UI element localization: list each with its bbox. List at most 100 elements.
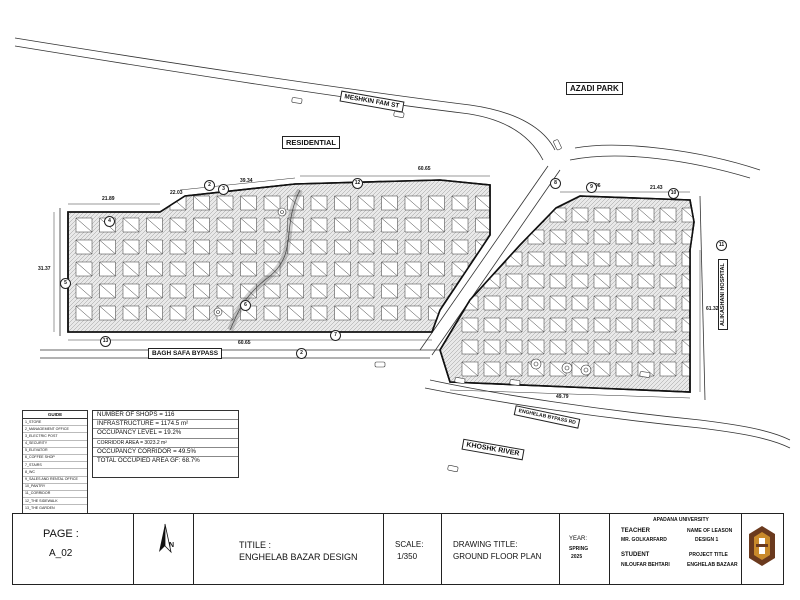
shop-unit — [681, 207, 694, 223]
shop-unit — [615, 295, 633, 311]
shop-unit — [334, 283, 351, 299]
shop-unit — [549, 317, 567, 333]
building-block-east — [439, 195, 695, 393]
shop-unit — [146, 195, 163, 211]
shop-unit — [169, 305, 187, 321]
shop-unit — [451, 217, 469, 233]
year-number: 2025 — [571, 554, 583, 560]
shop-unit — [263, 305, 281, 321]
guide-item: 2_MANAGEMENT OFFICE — [23, 426, 87, 434]
stat-shops: NUMBER OF SHOPS = 116 — [93, 411, 238, 421]
project-label: PROJECT TITLE — [689, 552, 728, 558]
shop-unit — [75, 261, 93, 277]
callout-marker: 6 — [240, 300, 251, 311]
guide-item: 3_ELECTRIC POST — [23, 433, 87, 441]
shop-unit — [505, 339, 523, 355]
shop-unit — [334, 305, 351, 321]
shop-unit — [169, 239, 187, 255]
shop-unit — [310, 283, 328, 299]
shop-unit — [483, 339, 501, 355]
shop-unit — [240, 217, 257, 233]
shop-unit — [681, 229, 694, 245]
title-label: TITILE : — [239, 540, 272, 550]
shop-unit — [193, 305, 210, 321]
shop-unit — [193, 195, 210, 211]
shop-unit — [428, 261, 445, 277]
shop-unit — [404, 195, 422, 211]
shop-unit — [75, 239, 93, 255]
shop-unit — [428, 195, 445, 211]
shop-unit — [615, 229, 633, 245]
lesson-value: DESIGN 1 — [695, 537, 719, 543]
shop-unit — [334, 217, 351, 233]
north-arrow-icon — [159, 523, 172, 554]
shop-unit — [615, 273, 633, 289]
guide-item: 1_STORE — [23, 419, 87, 427]
shop-unit — [637, 207, 655, 223]
dim-label: 60.65 — [238, 340, 251, 346]
shop-unit — [357, 217, 375, 233]
shop-unit — [483, 361, 501, 377]
university-name: APADANA UNIVERSITY — [653, 517, 709, 523]
shop-unit — [334, 261, 351, 277]
shop-unit — [216, 239, 234, 255]
shop-unit — [475, 217, 490, 233]
guide-item: 4_SECURITY — [23, 441, 87, 448]
shop-unit — [505, 273, 523, 289]
shop-unit — [461, 317, 479, 333]
shop-unit — [571, 251, 589, 267]
stat-infrastructure: INFRASTRUCTURE = 1174.5 m² — [93, 420, 238, 430]
drawing-title-value: GROUND FLOOR PLAN — [453, 552, 542, 561]
shop-unit — [381, 283, 398, 299]
trees — [213, 207, 592, 376]
dim-label: 21.89 — [102, 196, 115, 202]
shop-unit — [310, 195, 328, 211]
year-label: YEAR: — [569, 536, 588, 542]
shop-unit — [381, 195, 398, 211]
drawing-title-cell: DRAWING TITLE: GROUND FLOOR PLAN — [441, 514, 560, 584]
student-label: STUDENT — [621, 552, 650, 558]
shop-unit — [527, 295, 545, 311]
shop-unit — [593, 295, 611, 311]
callout-marker: 9 — [586, 182, 597, 193]
shop-unit — [637, 229, 655, 245]
shop-unit — [240, 239, 257, 255]
shop-unit — [637, 295, 655, 311]
shop-unit — [451, 239, 469, 255]
shop-unit — [99, 261, 116, 277]
logo-cell — [741, 514, 783, 584]
shop-unit — [615, 361, 633, 377]
shop-unit — [263, 239, 281, 255]
shop-unit — [263, 283, 281, 299]
guide-item: 11_CORRIDOR — [23, 491, 87, 499]
shop-unit — [615, 339, 633, 355]
lesson-label: NAME OF LEASON — [687, 528, 733, 534]
shop-unit — [549, 207, 567, 223]
dim-label: 60.65 — [418, 166, 431, 172]
scale-cell: SCALE: 1/350 — [383, 514, 442, 584]
stat-corridor-area: CORRIDOR AREA = 3023.2 m² — [93, 439, 238, 448]
shop-unit — [122, 239, 140, 255]
shop-unit — [527, 273, 545, 289]
callout-marker: 3 — [218, 184, 229, 195]
shop-unit — [593, 273, 611, 289]
area-statistics-table: NUMBER OF SHOPS = 116 INFRASTRUCTURE = 1… — [92, 410, 239, 478]
shop-unit — [240, 195, 257, 211]
callout-marker: 12 — [352, 178, 363, 189]
shop-unit — [505, 361, 523, 377]
shop-unit — [505, 251, 523, 267]
shop-unit — [659, 273, 677, 289]
shop-unit — [146, 239, 163, 255]
shop-unit — [571, 273, 589, 289]
shop-unit — [263, 195, 281, 211]
shop-unit — [193, 217, 210, 233]
shop-unit — [287, 305, 304, 321]
shop-unit — [428, 217, 445, 233]
shop-unit — [659, 229, 677, 245]
shop-unit — [381, 305, 398, 321]
building-block-west — [67, 179, 491, 333]
shop-unit — [571, 295, 589, 311]
shop-unit — [381, 239, 398, 255]
shop-unit — [475, 195, 490, 211]
label-alikashani: ALIKASHANI HOSPITAL — [718, 259, 728, 330]
